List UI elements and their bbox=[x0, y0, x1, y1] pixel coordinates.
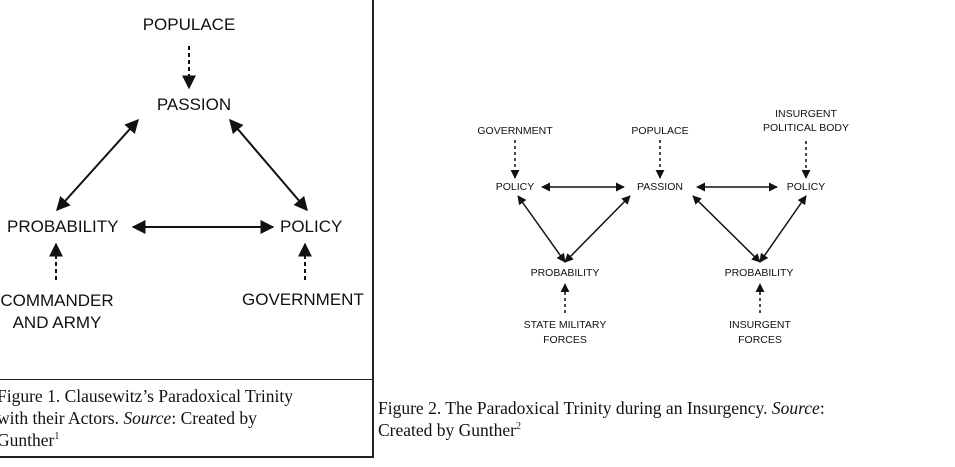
figure2-caption-source-word: Source bbox=[771, 398, 820, 418]
arrow-passion-policy bbox=[229, 118, 308, 212]
fig2-policy-right-label: POLICY bbox=[786, 181, 826, 193]
figure2-caption-line1: Figure 2. The Paradoxical Trinity during… bbox=[378, 398, 825, 418]
fig2-passion-label: PASSION bbox=[637, 181, 683, 193]
figure2-caption: Figure 2. The Paradoxical Trinity during… bbox=[378, 397, 948, 441]
figure1-caption: Figure 1. Clausewitz’s Paradoxical Trini… bbox=[0, 385, 372, 451]
fig2-policy-left-label: POLICY bbox=[495, 181, 535, 193]
arrow-policy-left-probability-left bbox=[517, 195, 566, 263]
arrow-passion-probability-right bbox=[692, 195, 761, 263]
figure1-caption-line3: Gunther1 bbox=[0, 430, 60, 450]
figure2-caption-line2: Created by Gunther2 bbox=[378, 420, 522, 440]
figure1-frame bbox=[0, 0, 374, 458]
fig1-policy-label: POLICY bbox=[280, 217, 343, 236]
fig1-commander-label: COMMANDER AND ARMY bbox=[0, 290, 122, 334]
fig1-commander-line1: COMMANDER bbox=[0, 291, 114, 310]
fig1-probability-label: PROBABILITY bbox=[7, 217, 119, 236]
fig1-government-label: GOVERNMENT bbox=[242, 290, 364, 309]
fig2-probability-left-label: PROBABILITY bbox=[530, 267, 600, 279]
fig2-state-military-forces-label: STATE MILITARY FORCES bbox=[523, 319, 607, 346]
fig2-populace-label: POPULACE bbox=[631, 125, 689, 137]
arrow-passion-probability-left bbox=[564, 195, 631, 263]
fig1-passion-label: PASSION bbox=[156, 95, 232, 114]
figure1-caption-line1: Figure 1. Clausewitz’s Paradoxical Trini… bbox=[0, 386, 294, 406]
fig2-probability-right-label: PROBABILITY bbox=[724, 267, 794, 279]
fig2-insurgent-forces-label: INSURGENT FORCES bbox=[729, 319, 791, 346]
figure1-caption-source-word: Source bbox=[123, 408, 172, 428]
fig2-insurgent-political-body-label: INSURGENT POLITICAL BODY bbox=[763, 108, 849, 134]
fig2-government-label: GOVERNMENT bbox=[477, 125, 553, 137]
arrow-policy-right-probability-right bbox=[759, 195, 807, 263]
figure1-footnote-marker: 1 bbox=[54, 431, 60, 442]
figure1-caption-line2: with their Actors. Source: Created by bbox=[0, 408, 257, 428]
arrow-passion-probability bbox=[56, 118, 139, 212]
figure1-caption-divider bbox=[0, 379, 374, 380]
figure2-footnote-marker: 2 bbox=[516, 421, 522, 432]
fig1-populace-label: POPULACE bbox=[142, 15, 236, 34]
fig1-commander-line2: AND ARMY bbox=[12, 313, 102, 332]
